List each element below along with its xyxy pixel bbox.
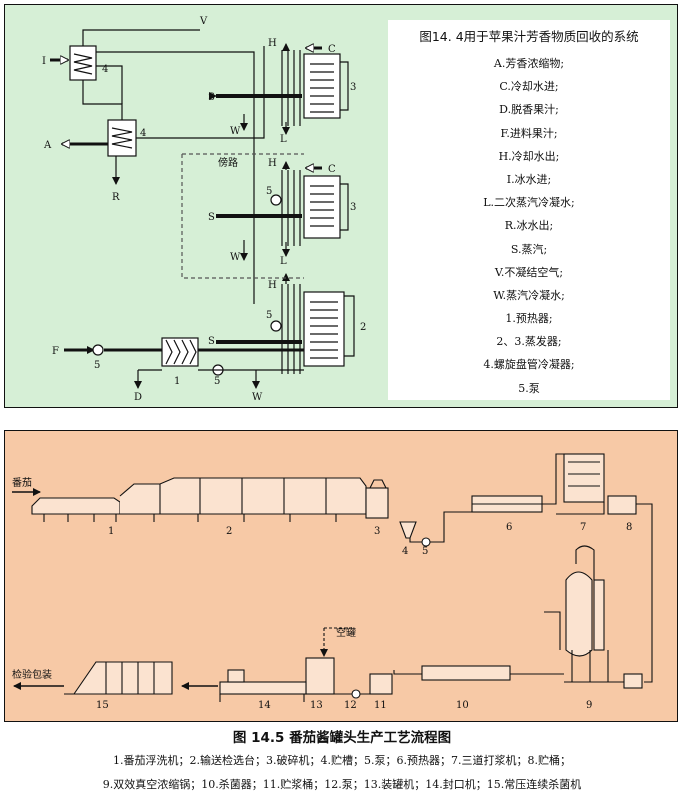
label-V: V xyxy=(199,16,208,27)
sterilizer-10 xyxy=(421,665,511,681)
aroma-recovery-diagram: V I 4 4 A R H C 3 S W L 傍路 H C 5 3 S W L… xyxy=(42,16,366,403)
label-1: 1 xyxy=(174,376,180,387)
legend-item: 1.预热器; xyxy=(505,312,553,326)
label-D: D xyxy=(134,392,142,403)
label-W-1: W xyxy=(230,126,241,137)
figure-14-4-title: 图14. 4用于苹果汁芳香物质回收的系统 xyxy=(419,29,639,44)
label-R: R xyxy=(112,192,120,203)
legend-item: A.芳香浓缩物; xyxy=(493,57,565,70)
label-n6: 6 xyxy=(506,522,512,533)
label-H-3: H xyxy=(268,280,277,291)
legend-item: C.冷却水进; xyxy=(499,80,559,94)
label-n5: 5 xyxy=(422,546,428,557)
label-H-1: H xyxy=(268,38,277,49)
figure-14-5-caption: 图 14.5 番茄酱罐头生产工艺流程图 xyxy=(232,730,452,746)
label-S-1: S xyxy=(208,92,215,103)
legend-list: A.芳香浓缩物; C.冷却水进; D.脱香果汁; F.进料果汁; H.冷却水出;… xyxy=(388,52,670,400)
crusher xyxy=(365,487,389,519)
label-F: F xyxy=(52,346,59,357)
pulper-7 xyxy=(563,453,605,503)
label-n1: 1 xyxy=(108,526,114,537)
label-bypass: 傍路 xyxy=(218,156,238,169)
pump-12 xyxy=(351,689,361,699)
label-4-top: 4 xyxy=(102,64,108,75)
label-L-2: L xyxy=(280,256,287,267)
label-n4: 4 xyxy=(402,546,408,557)
label-5-feed: 5 xyxy=(94,360,100,371)
storage-tank-4 xyxy=(399,521,417,539)
label-n14: 14 xyxy=(258,700,271,711)
label-W-3: W xyxy=(252,392,263,403)
legend-item: S.蒸汽; xyxy=(510,242,548,256)
continuous-sterilizer-15 xyxy=(72,661,173,695)
coil-condenser-top xyxy=(69,45,97,81)
label-A: A xyxy=(43,140,52,151)
label-S-3: S xyxy=(208,336,215,347)
evaporator-upper xyxy=(303,53,341,119)
label-5-middle: 5 xyxy=(266,186,272,197)
filling-machine-13 xyxy=(305,657,335,695)
storage-tank-8 xyxy=(607,495,637,515)
label-H-2: H xyxy=(268,158,277,169)
legend-item: L.二次蒸汽冷凝水; xyxy=(483,196,575,210)
label-I: I xyxy=(42,56,46,67)
label-n9: 9 xyxy=(586,700,592,711)
evaporator-middle xyxy=(303,175,341,239)
legend-item: 2、3.蒸发器; xyxy=(496,335,562,349)
label-n15: 15 xyxy=(96,700,109,711)
legend-item: I.冰水进; xyxy=(506,172,552,186)
label-n11: 11 xyxy=(374,700,387,711)
label-4-bottom: 4 xyxy=(140,128,146,139)
legend-item: D.脱香果汁; xyxy=(499,103,559,117)
pump-5 xyxy=(421,537,431,547)
tomato-paste-process-diagram: 番茄 检验包装 空罐 1 2 3 4 5 6 7 8 9 10 11 12 13… xyxy=(12,453,653,711)
label-n10: 10 xyxy=(456,700,469,711)
legend-item: V.不凝结空气; xyxy=(494,265,564,279)
label-n13: 13 xyxy=(310,700,323,711)
legend-item: W.蒸汽冷凝水; xyxy=(493,288,565,302)
label-5-bottom: 5 xyxy=(266,310,272,321)
flotation-washer xyxy=(31,497,121,515)
label-inspection-packaging: 检验包装 xyxy=(12,668,52,681)
label-n8: 8 xyxy=(626,522,632,533)
label-n7: 7 xyxy=(580,522,586,533)
label-C-2: C xyxy=(328,164,336,175)
label-n2: 2 xyxy=(226,526,232,537)
label-3-upper: 3 xyxy=(350,82,356,93)
legend-panel: 图14. 4用于苹果汁芳香物质回收的系统 A.芳香浓缩物; C.冷却水进; D.… xyxy=(388,20,670,400)
label-tomato-input: 番茄 xyxy=(12,476,32,489)
sealing-machine-14 xyxy=(219,681,307,695)
label-C-1: C xyxy=(328,44,336,55)
tank-11 xyxy=(369,673,393,695)
conveyor-inspection-table xyxy=(119,477,367,515)
figure-14-4: V I 4 4 A R H C 3 S W L 傍路 H C 5 3 S W L… xyxy=(4,4,678,408)
evaporator-bottom xyxy=(303,291,345,367)
legend-item: 5.泵 xyxy=(518,381,540,395)
label-5-lower: 5 xyxy=(214,376,220,387)
label-n3: 3 xyxy=(374,526,380,537)
label-3-middle: 3 xyxy=(350,202,356,213)
label-n12: 12 xyxy=(344,700,357,711)
label-empty-can: 空罐 xyxy=(336,626,356,639)
concentrator-9 xyxy=(565,571,593,657)
figure-14-5-caption-line-1: 1.番茄浮洗机；2.输送检选台；3.破碎机；4.贮槽；5.泵；6.预热器；7.三… xyxy=(113,754,571,767)
legend-item: R.冰水出; xyxy=(504,219,554,233)
legend-item: H.冷却水出; xyxy=(498,149,560,163)
figure-14-5: 番茄 检验包装 空罐 1 2 3 4 5 6 7 8 9 10 11 12 13… xyxy=(4,430,678,722)
label-2: 2 xyxy=(360,322,366,333)
label-L-1: L xyxy=(280,134,287,145)
legend-item: F.进料果汁; xyxy=(500,126,558,140)
label-W-2: W xyxy=(230,252,241,263)
figure-14-5-caption-line-2: 9.双效真空浓缩锅；10.杀菌器；11.贮浆桶；12.泵；13.装罐机；14.封… xyxy=(102,778,582,791)
legend-item: 4.螺旋盘管冷凝器; xyxy=(483,358,575,372)
label-S-2: S xyxy=(208,212,215,223)
